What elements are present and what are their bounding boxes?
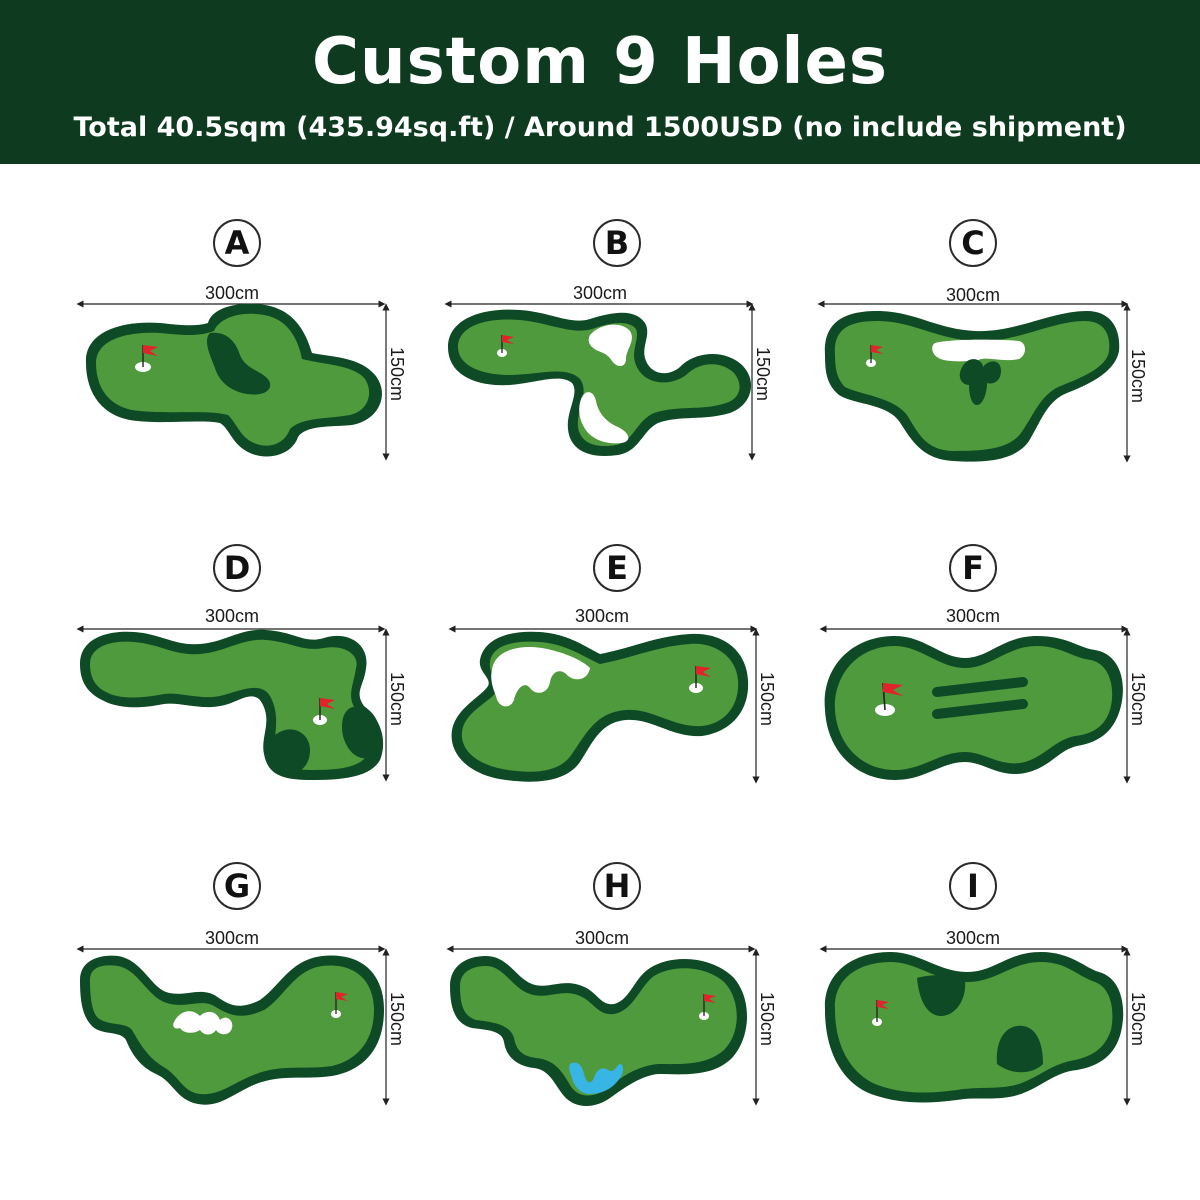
course-layout: [76, 945, 390, 1106]
flag-icon: [872, 1000, 889, 1026]
header-banner: Custom 9 Holes Total 40.5sqm (435.94sq.f…: [0, 0, 1200, 164]
width-dimension-label: 300cm: [945, 606, 1001, 626]
height-dimension-label: 150cm: [1128, 672, 1148, 727]
height-dimension-label: 150cm: [757, 672, 777, 727]
hole-card-h: H 300cm 150cm: [440, 860, 820, 1180]
water-hazard: [569, 1062, 623, 1094]
height-dimension-label: 150cm: [387, 992, 407, 1047]
dark-mound: [959, 359, 1001, 405]
hole-card-a: A 300cm 150cm: [70, 215, 450, 535]
width-dimension-label: 300cm: [945, 285, 1001, 305]
flag-icon: [331, 992, 348, 1018]
width-dimension-label: 300cm: [204, 606, 260, 626]
course-green: [460, 966, 737, 1096]
hole-card-g: G 300cm 150cm: [70, 860, 450, 1180]
flag-icon: [699, 994, 716, 1020]
ramp-stripe: [932, 677, 1028, 697]
flag-icon: [135, 345, 158, 372]
width-dimension-label: 300cm: [204, 928, 260, 948]
course-layout: [817, 300, 1131, 463]
page-subtitle: Total 40.5sqm (435.94sq.ft) / Around 150…: [73, 112, 1127, 143]
hole-label-badge: I: [949, 862, 997, 910]
dark-mound: [269, 729, 310, 774]
height-dimension-label: 150cm: [387, 672, 407, 727]
sand-trap: [173, 1011, 233, 1035]
course-layout: [448, 625, 760, 784]
sand-trap: [579, 392, 629, 444]
hole-label-badge: B: [593, 219, 641, 267]
ramp-stripe: [932, 699, 1028, 719]
dark-mound: [917, 975, 966, 1016]
hole-label-badge: A: [213, 219, 261, 267]
hole-card-b: B 300cm 150cm: [440, 215, 820, 535]
course-layout: [76, 300, 390, 461]
hole-label-badge: H: [593, 862, 641, 910]
course-layout: [446, 945, 760, 1106]
course-green: [458, 319, 740, 447]
height-dimension-label: 150cm: [753, 347, 773, 402]
hole-label-badge: D: [213, 544, 261, 592]
flag-icon: [497, 335, 514, 357]
width-dimension-label: 300cm: [574, 606, 630, 626]
course-green: [834, 962, 1113, 1093]
dark-mound: [206, 332, 271, 395]
hole-card-c: C 300cm 150cm: [815, 215, 1195, 535]
sand-trap: [588, 324, 632, 367]
course-green: [90, 965, 374, 1095]
flag-icon: [875, 682, 903, 716]
course-layout: [819, 625, 1131, 784]
height-dimension-label: 150cm: [1128, 992, 1148, 1047]
dark-mound: [342, 706, 381, 759]
hole-label-badge: F: [949, 544, 997, 592]
hole-card-d: D 300cm 150cm: [70, 540, 450, 860]
height-dimension-label: 150cm: [387, 347, 407, 402]
course-layout: [819, 945, 1131, 1106]
flag-icon: [866, 345, 883, 367]
hole-label-badge: C: [949, 219, 997, 267]
flag-icon: [689, 666, 711, 693]
width-dimension-label: 300cm: [204, 283, 260, 303]
hole-card-e: E 300cm 150cm: [440, 540, 820, 860]
course-layout: [76, 625, 390, 782]
sand-trap: [491, 646, 590, 707]
hole-label-badge: G: [213, 862, 261, 910]
flag-icon: [313, 698, 335, 725]
width-dimension-label: 300cm: [572, 283, 628, 303]
hole-card-f: F 300cm 150cm: [815, 540, 1195, 860]
width-dimension-label: 300cm: [945, 928, 1001, 948]
hole-label-badge: E: [593, 544, 641, 592]
dark-mound: [996, 1025, 1043, 1073]
course-layout: [444, 300, 756, 461]
width-dimension-label: 300cm: [574, 928, 630, 948]
hole-card-i: I 300cm 150cm: [815, 860, 1195, 1180]
page-title: Custom 9 Holes: [312, 25, 888, 99]
height-dimension-label: 150cm: [1128, 349, 1148, 404]
height-dimension-label: 150cm: [757, 992, 777, 1047]
sand-trap: [932, 339, 1025, 362]
